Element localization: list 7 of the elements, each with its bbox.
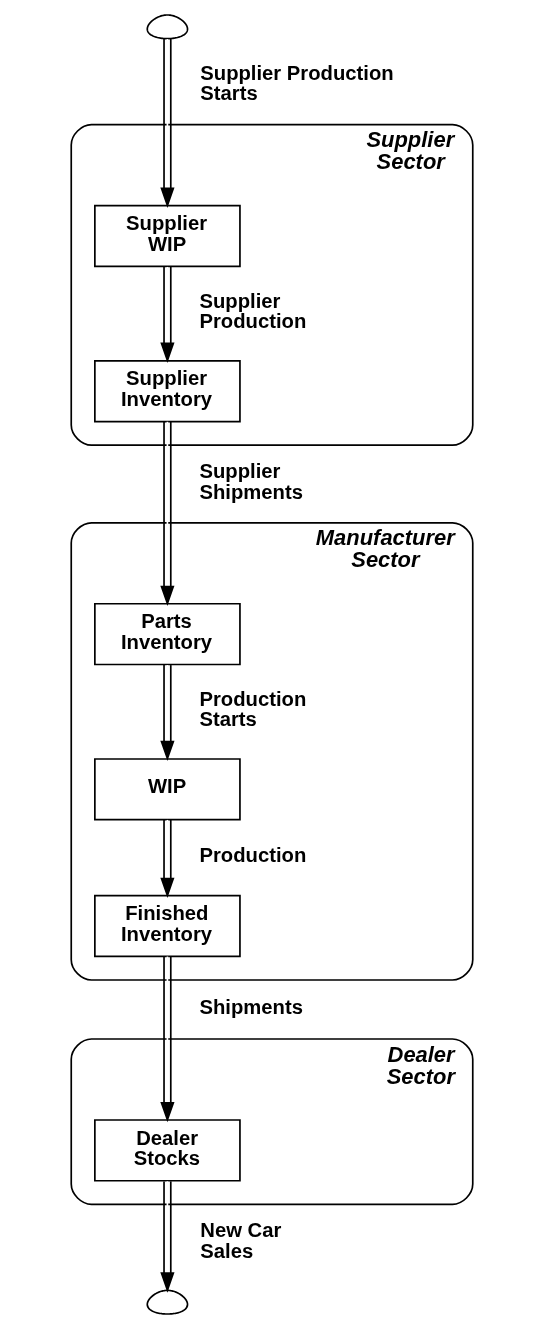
edge-label: Supplier Shipments: [198, 460, 303, 503]
edge-label: Shipments: [198, 995, 303, 1018]
edge-label: Supplier Production Starts: [199, 62, 394, 105]
edge-label: Production: [198, 844, 306, 867]
edge-label: New Car Sales: [199, 1219, 281, 1262]
edge-label: Production Starts: [198, 688, 306, 731]
edge-label: Supplier Production: [198, 289, 306, 333]
